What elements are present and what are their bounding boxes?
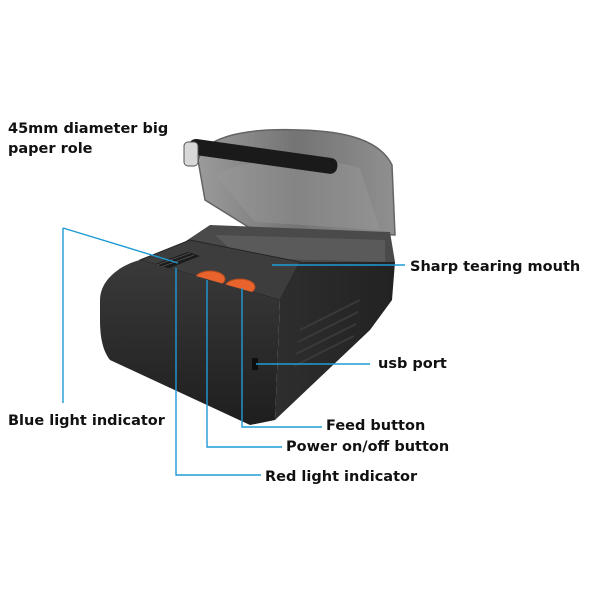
printer-side <box>275 262 395 420</box>
label-red-light-indicator: Red light indicator <box>265 468 417 488</box>
printer-illustration <box>100 130 395 425</box>
label-blue-light-indicator: Blue light indicator <box>8 412 165 432</box>
label-paper-roll: 45mm diameter big paper role <box>8 120 183 159</box>
label-sharp-tearing-mouth: Sharp tearing mouth <box>410 258 580 278</box>
label-usb-port: usb port <box>378 355 447 375</box>
label-power-button: Power on/off button <box>286 438 449 458</box>
leader-line-blue-light-arm <box>63 228 178 263</box>
roller-end-cap <box>184 142 198 166</box>
label-feed-button: Feed button <box>326 417 425 437</box>
